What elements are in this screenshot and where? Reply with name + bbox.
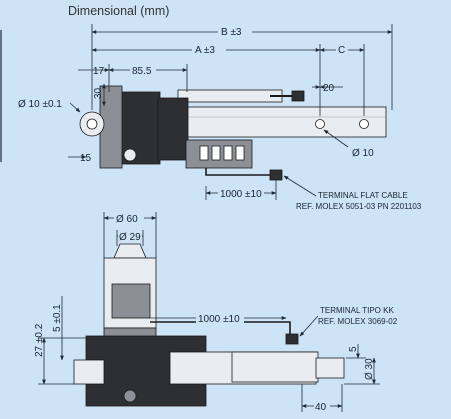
dim-27: 27 ±0.2 [34,323,45,357]
bottom-view-part [73,243,345,407]
dim-5: 5 [348,346,359,352]
rod-connector [291,90,305,102]
top-view-part [79,85,387,181]
dim-5-01: 5 ±0.1 [52,304,63,332]
note-kk-title: TERMINAL TIPO KK [320,306,394,315]
shaft-tip [315,357,345,379]
shaft-hole-1 [315,119,325,129]
shaft [149,106,387,138]
dim-cable-2: 1000 ±10 [198,314,240,325]
dim-85: 85.5 [132,66,152,77]
gearbox [157,97,189,161]
dim-30: 30 [93,87,104,99]
dim-40: 40 [315,402,327,413]
small-wheel [123,148,137,162]
dim-17: 17 [93,66,105,77]
dim-a: A ±3 [195,45,215,56]
dim-c: C [338,45,345,56]
dim-20: 20 [323,83,335,94]
flat-cable-terminal [269,169,283,181]
dim-29: Ø 29 [119,232,141,243]
dim-60: Ø 60 [116,214,138,225]
lower-pin [73,359,105,385]
note-flat-cable-ref: REF. MOLEX 5051-03 PN 2201103 [296,202,422,211]
note-flat-cable-title: TERMINAL FLAT CABLE [318,191,408,200]
dim-15: 15 [80,153,92,164]
top-view-dimensions: B ±3 A ±3 C 17 85.5 20 30 Ø 10 ±0.1 15 Ø… [18,24,422,211]
dim-pin-diameter: Ø 10 ±0.1 [18,99,62,110]
dim-30b: Ø 30 [364,358,375,380]
kk-terminal [285,333,299,345]
motor-cap [113,243,147,259]
drawing-title: Dimensional (mm) [68,4,169,18]
upper-rod [177,89,283,103]
bottom-view-dimensions: Ø 60 Ø 29 27 ±0.2 5 ±0.1 1000 ±10 TERMIN… [34,211,398,413]
dim-cable-1: 1000 ±10 [220,189,262,200]
dim-b: B ±3 [221,27,242,38]
shaft-hole-2 [359,119,369,129]
note-kk-ref: REF. MOLEX 3069-02 [318,317,398,326]
motor-label [111,283,151,319]
dim-hole-diameter: Ø 10 [352,148,374,159]
